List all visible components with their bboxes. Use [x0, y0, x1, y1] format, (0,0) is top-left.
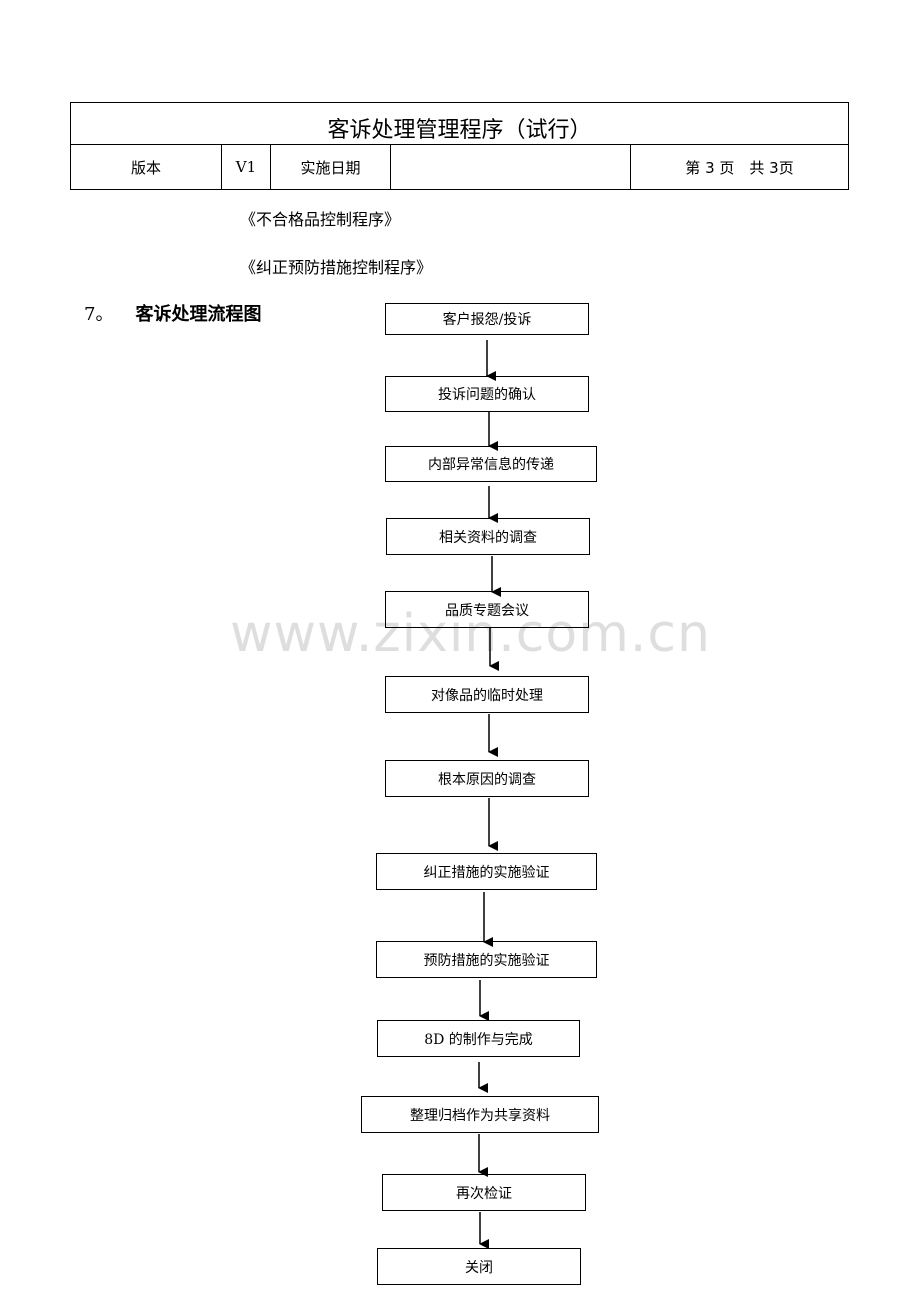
- version-value: V1: [222, 145, 271, 189]
- flow-step-quality-meeting: 品质专题会议: [385, 591, 589, 628]
- flow-step-corrective-action-verification: 纠正措施的实施验证: [376, 853, 597, 890]
- flow-step-data-investigation: 相关资料的调查: [386, 518, 590, 555]
- flow-step-8d-completion: 8D 的制作与完成: [377, 1020, 580, 1057]
- document-title: 客诉处理管理程序（试行）: [327, 118, 592, 143]
- section-title: 客诉处理流程图: [135, 304, 262, 325]
- date-value: [391, 145, 631, 189]
- flow-step-temporary-handling: 对像品的临时处理: [385, 676, 589, 713]
- page-info: 第 3 页 共 3页: [685, 158, 794, 177]
- section-number: 7。: [84, 304, 114, 325]
- flow-step-internal-info-transfer: 内部异常信息的传递: [385, 446, 597, 482]
- document-header-table: 客诉处理管理程序（试行） 版本 V1 实施日期 第 3 页 共 3页: [70, 102, 849, 190]
- flow-step-close: 关闭: [377, 1248, 581, 1285]
- flow-step-preventive-action-verification: 预防措施的实施验证: [376, 941, 597, 978]
- flow-step-re-verification: 再次检证: [382, 1174, 586, 1211]
- flow-step-root-cause-investigation: 根本原因的调查: [385, 760, 589, 797]
- reference-doc-2: 《纠正预防措施控制程序》: [240, 258, 433, 277]
- flow-step-complaint-confirmation: 投诉问题的确认: [385, 376, 589, 412]
- date-label: 实施日期: [271, 145, 391, 189]
- section-heading: 7。客诉处理流程图: [84, 300, 261, 326]
- flow-step-archive-share: 整理归档作为共享资料: [361, 1096, 599, 1133]
- title-row: 客诉处理管理程序（试行）: [71, 103, 848, 145]
- version-label: 版本: [71, 145, 222, 189]
- reference-doc-1: 《不合格品控制程序》: [240, 210, 401, 229]
- watermark: www.zixin.com.cn: [230, 604, 711, 664]
- flow-step-complaint-received: 客户报怨/投诉: [385, 303, 589, 335]
